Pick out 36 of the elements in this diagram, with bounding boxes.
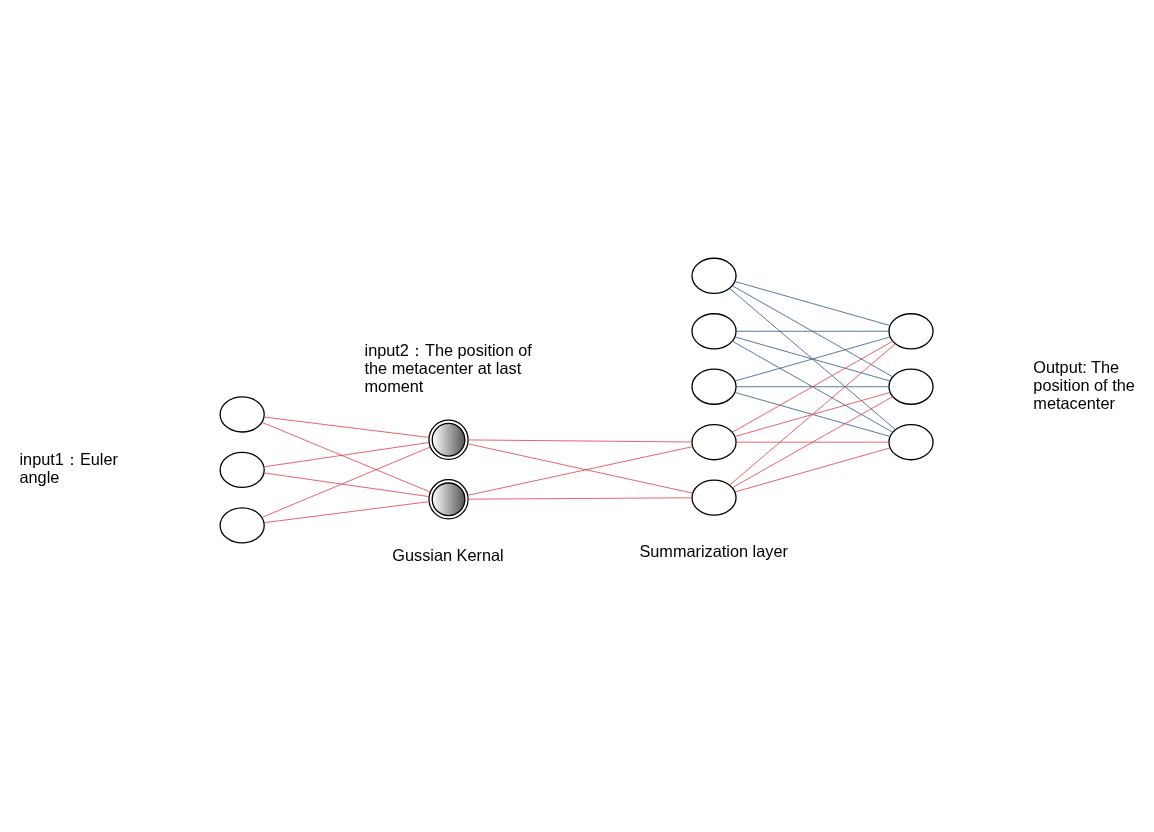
node-circle [888, 368, 934, 405]
connector [263, 500, 430, 523]
connector [261, 446, 431, 518]
node-circle [219, 506, 265, 544]
connector [732, 395, 894, 488]
connector [467, 439, 693, 442]
connector [467, 496, 693, 500]
node-circle [888, 312, 934, 349]
node-circle [691, 368, 737, 405]
node-circle [888, 423, 934, 460]
connector [729, 287, 896, 430]
connector [729, 343, 896, 486]
node-circle [219, 395, 265, 433]
node-circle [691, 257, 737, 294]
connector [734, 446, 891, 492]
label: Output: The position of the metacenter [1033, 357, 1135, 412]
connector [732, 284, 894, 377]
connector [263, 416, 430, 438]
label: Summarization layer [639, 541, 788, 560]
label: Gussian Kernal [392, 545, 504, 564]
connector [261, 421, 431, 492]
node-circle [691, 312, 737, 349]
node-circle [219, 451, 265, 488]
label: input1：Euler angle [19, 449, 118, 486]
node-circle [691, 478, 737, 516]
connector [735, 330, 890, 332]
connector [263, 441, 430, 467]
connector [734, 280, 891, 326]
connector [734, 336, 891, 381]
connector [735, 385, 890, 387]
node-circle [691, 423, 737, 460]
connector [735, 441, 890, 443]
connector [263, 472, 430, 497]
label: input2：The position of the metacenter at last moment [364, 340, 532, 395]
connector [732, 340, 894, 433]
connector [734, 391, 891, 437]
